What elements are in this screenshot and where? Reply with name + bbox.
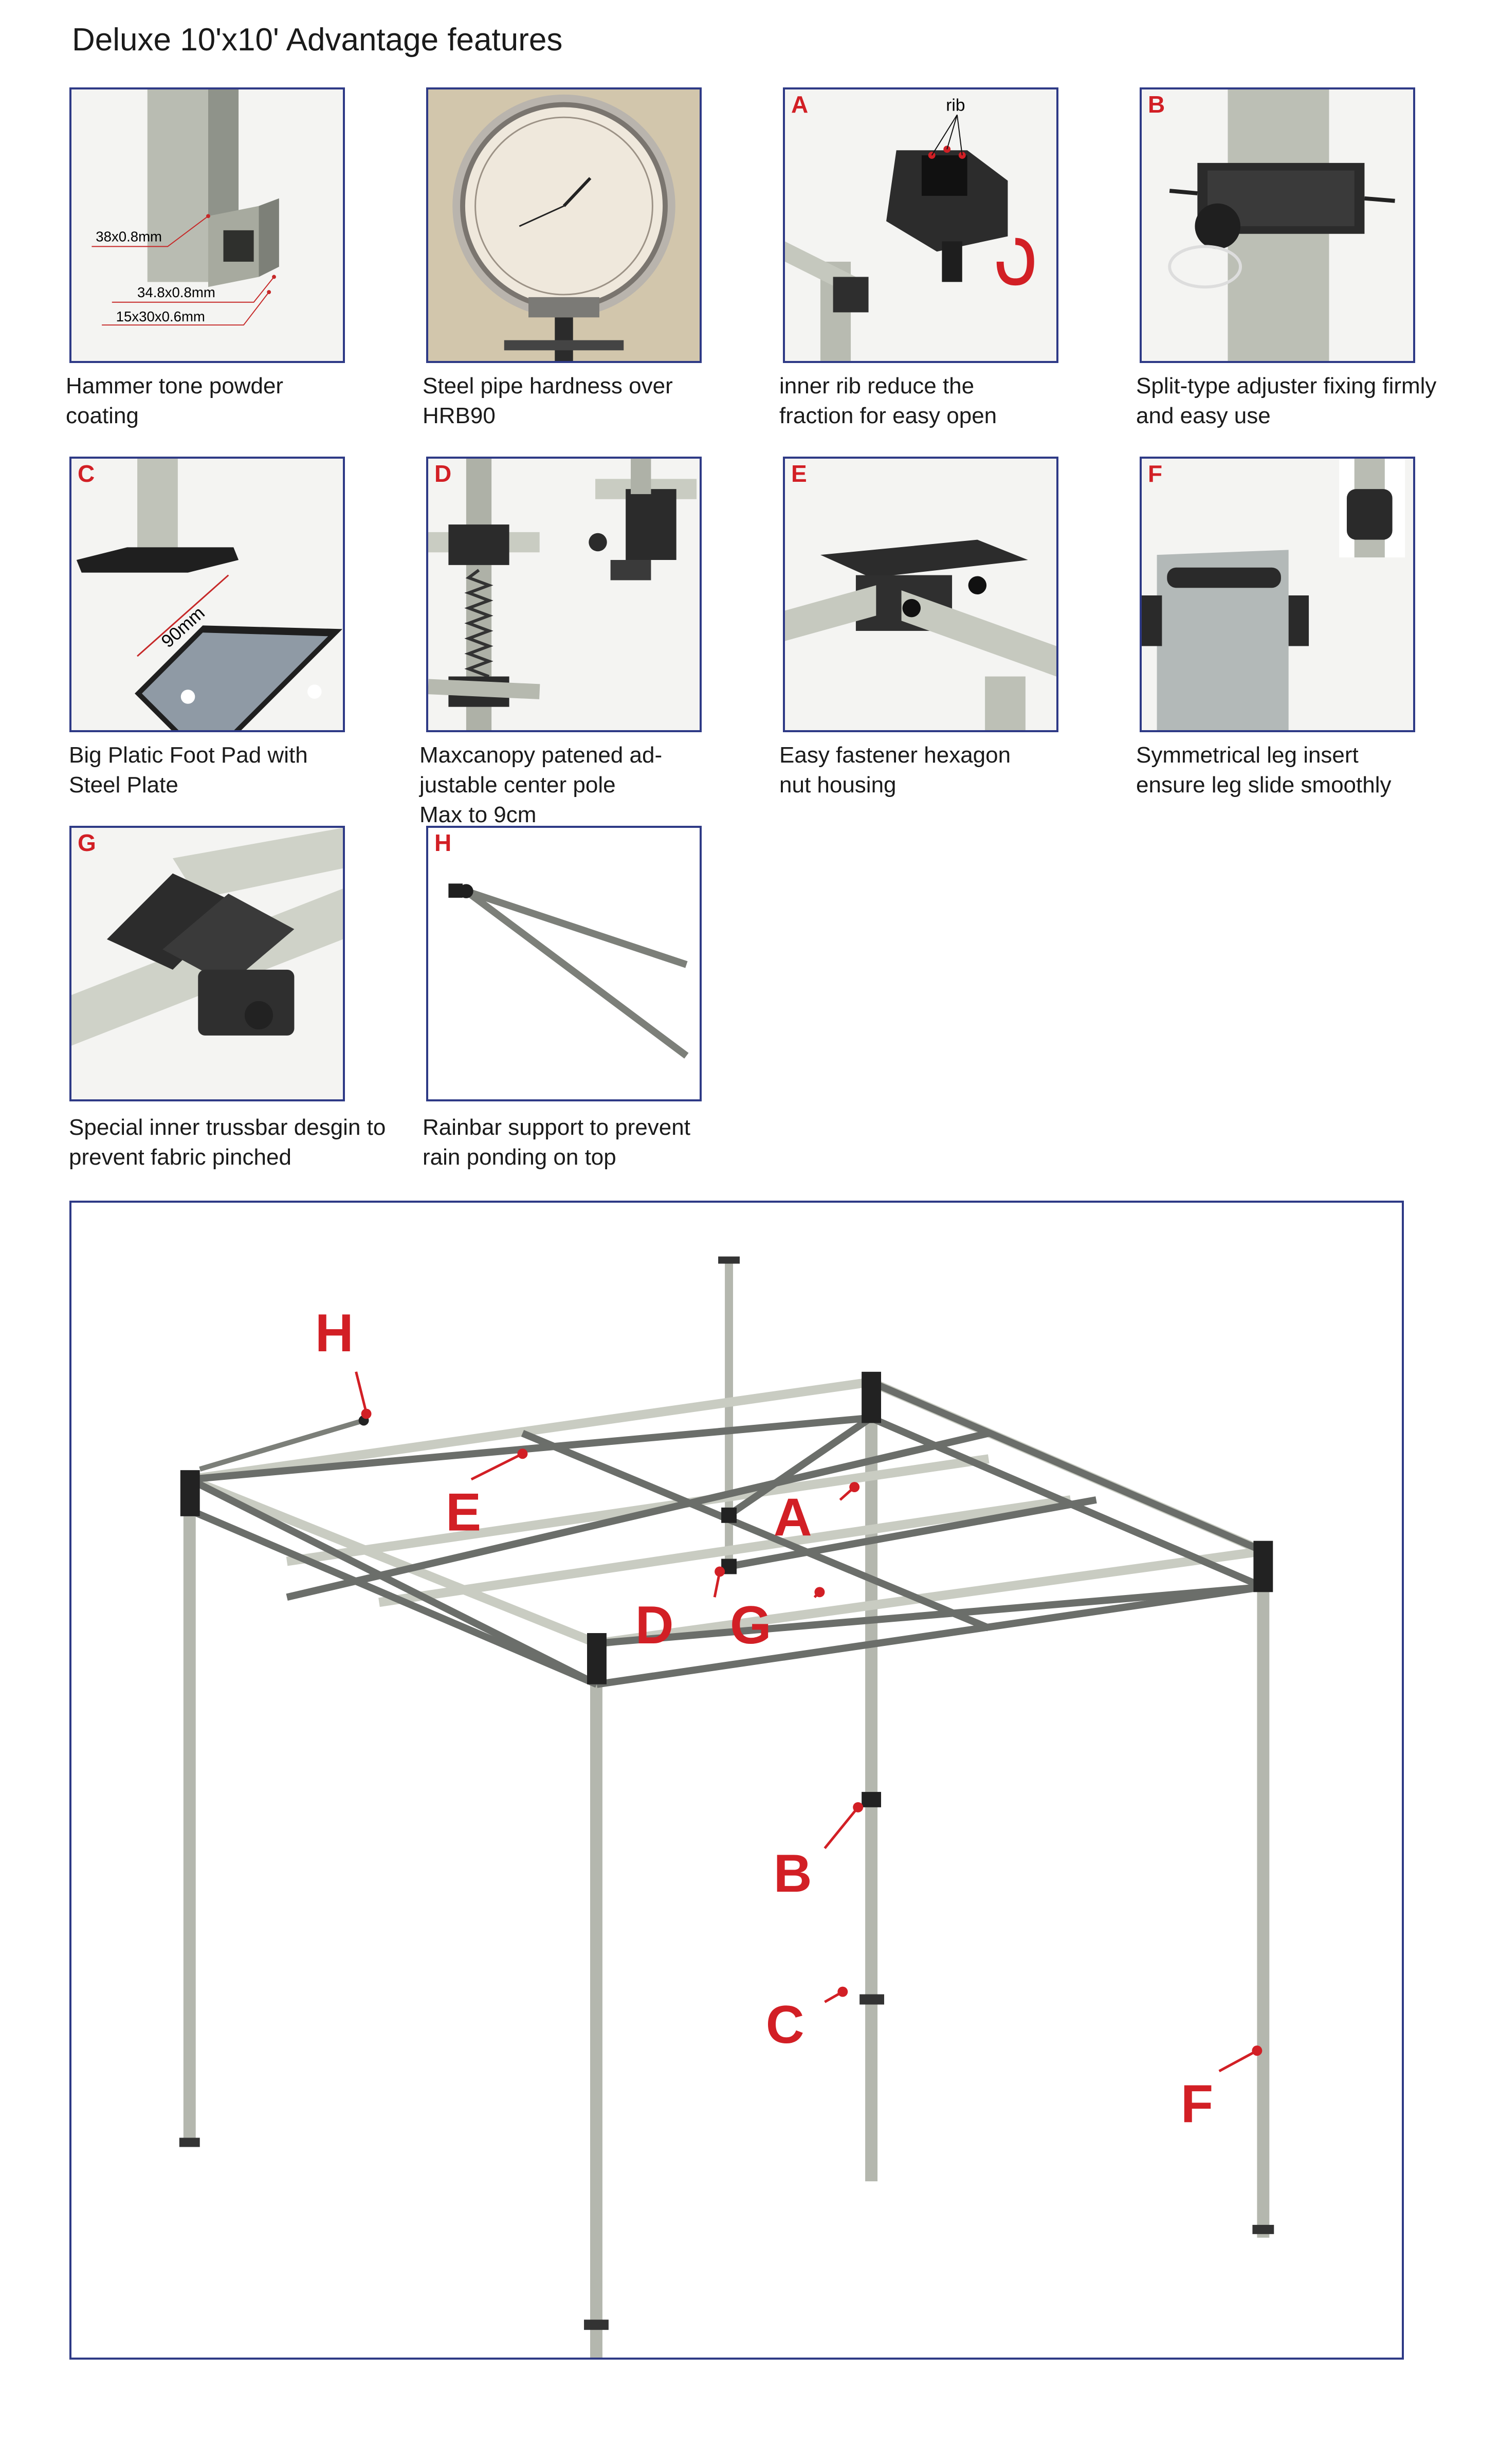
feature-caption: Split-type adjuster fixing firmly and ea… (1136, 373, 1437, 428)
inner-rib-illustration: rib (785, 96, 1034, 361)
panel-letter: E (791, 460, 807, 487)
panel-a: A rib (783, 87, 1058, 363)
feature-caption: Big Platic Foot Pad with Steel Plate (69, 742, 308, 798)
callout-g: G (730, 1595, 772, 1655)
page-title: Deluxe 10'x10' Advantage features (72, 22, 563, 58)
panel-h: H (426, 826, 702, 1101)
panel-letter: C (78, 460, 95, 487)
panel-c: C 90mm (69, 457, 345, 732)
panel-letter: H (434, 829, 452, 856)
feature-caption: Maxcanopy patened ad- justable center po… (419, 742, 663, 827)
panel-b: B (1140, 87, 1415, 363)
square-tube-illustration: 38x0.8mm 34.8x0.8mm 15x30x0.6mm (92, 89, 279, 326)
rainbar-illustration (448, 883, 689, 1059)
canopy-frame-diagram: H E A D G B C F (69, 1201, 1404, 2360)
callout-d: D (635, 1595, 674, 1655)
panel-f: F (1140, 457, 1415, 732)
callout-c: C (766, 1995, 804, 2054)
feature-caption: inner rib reduce the fraction for easy o… (779, 373, 997, 428)
split-adjuster-illustration (1168, 89, 1395, 361)
panel-hardness (426, 87, 702, 363)
dimension-label: 34.8x0.8mm (137, 284, 215, 300)
dimension-label: 15x30x0.6mm (116, 309, 205, 324)
foot-pad-illustration: 90mm (76, 459, 343, 730)
feature-caption: Easy fastener hexagon nut housing (779, 742, 1011, 798)
hardness-gauge-illustration (428, 89, 700, 361)
panel-hammer-tone: 38x0.8mm 34.8x0.8mm 15x30x0.6mm (69, 87, 345, 363)
panel-g: G (69, 826, 345, 1101)
dimension-label: 38x0.8mm (96, 229, 162, 245)
feature-caption: Rainbar support to prevent rain ponding … (423, 1115, 690, 1170)
feature-caption: Steel pipe hardness over HRB90 (423, 373, 673, 428)
panel-letter: D (434, 460, 452, 487)
callout-b: B (774, 1843, 812, 1903)
panel-letter: G (78, 829, 96, 856)
callout-a: A (774, 1488, 812, 1547)
callout-h: H (315, 1303, 354, 1363)
feature-caption: Special inner trussbar desgin to prevent… (69, 1115, 386, 1170)
panel-d: D (426, 457, 702, 732)
rib-label: rib (946, 96, 965, 115)
feature-caption: Hammer tone powder coating (66, 373, 284, 428)
panel-letter: F (1148, 460, 1163, 487)
leg-insert-illustration (1142, 459, 1405, 730)
fastener-illustration (785, 539, 1056, 730)
frame-illustration: H E A D G B C F (179, 1256, 1274, 2358)
callout-e: E (446, 1482, 481, 1542)
center-pole-illustration (428, 459, 697, 730)
panel-e: E (783, 457, 1058, 732)
panel-letter: B (1148, 91, 1165, 118)
feature-caption: Symmetrical leg insert ensure leg slide … (1136, 742, 1392, 798)
trussbar-illustration (71, 828, 343, 1046)
panel-letter: A (791, 91, 809, 118)
callout-f: F (1181, 2074, 1213, 2134)
